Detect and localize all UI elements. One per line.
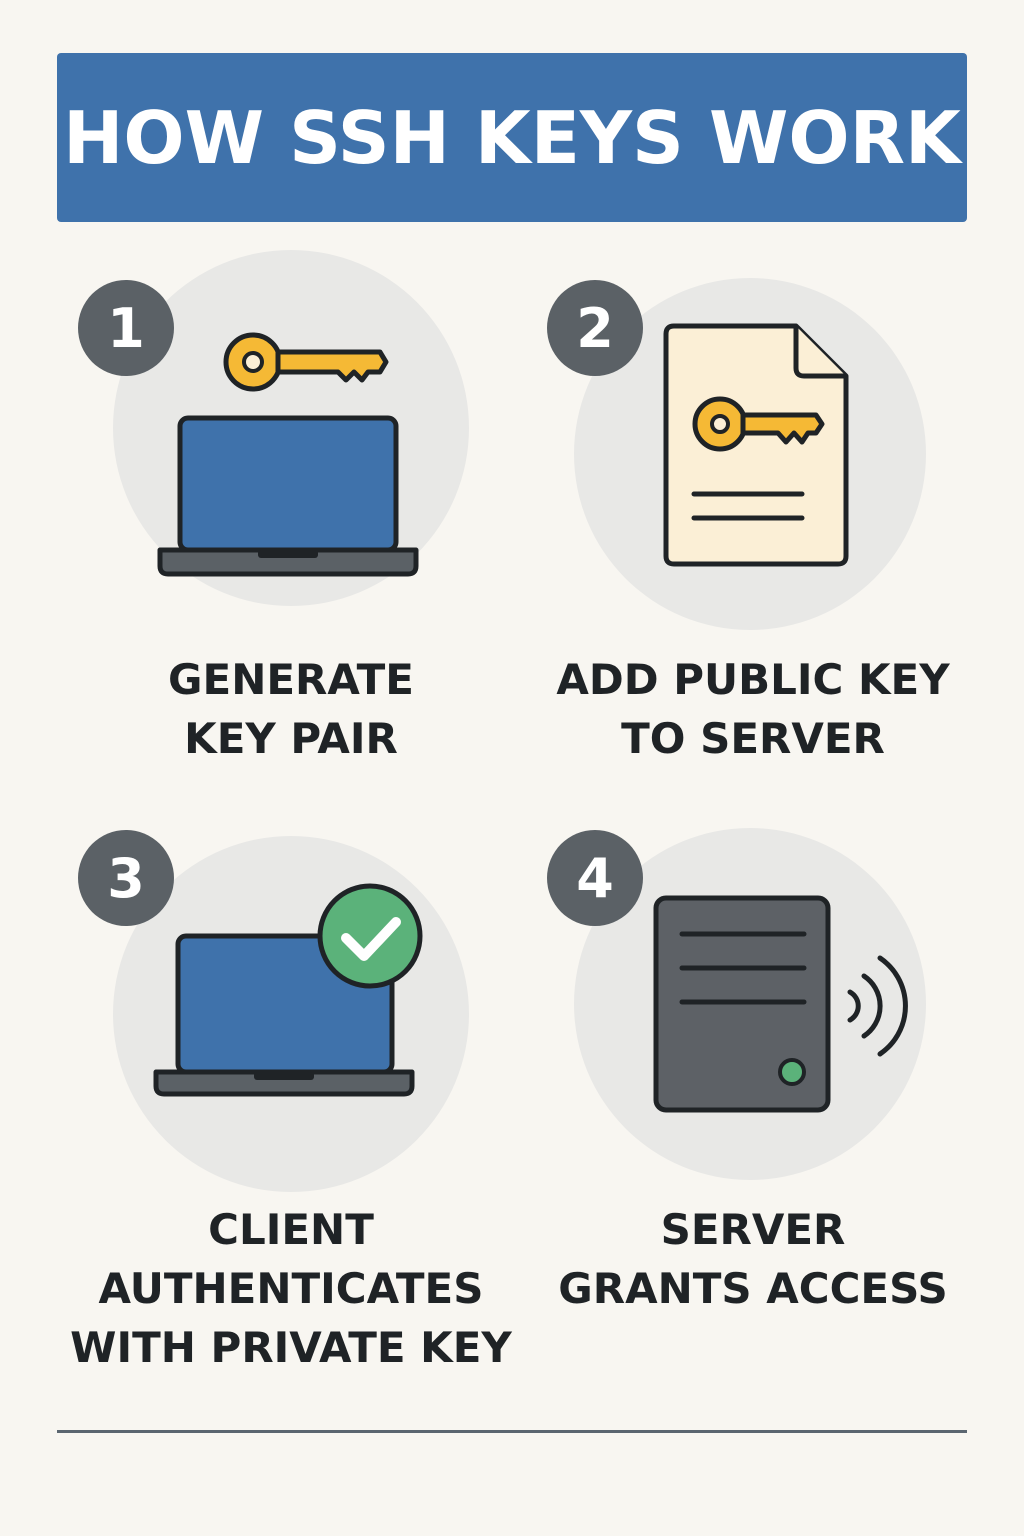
step-1-illustration — [157, 332, 419, 577]
step-4-caption-line: SERVER — [660, 1205, 846, 1254]
step-4-illustration — [653, 895, 908, 1113]
page-title: HOW SSH KEYS WORK — [63, 95, 961, 180]
document-icon — [663, 323, 849, 567]
step-1-caption-line: GENERATE — [168, 655, 414, 704]
laptop-icon — [157, 415, 419, 577]
step-3-caption: CLIENT AUTHENTICATES WITH PRIVATE KEY — [56, 1200, 526, 1377]
title-banner: HOW SSH KEYS WORK — [57, 53, 967, 222]
step-4-caption-line: GRANTS ACCESS — [558, 1264, 948, 1313]
step-2-caption-line: TO SERVER — [621, 714, 885, 763]
step-2-caption-line: ADD PUBLIC KEY — [556, 655, 950, 704]
key-icon — [223, 332, 389, 392]
step-2-caption: ADD PUBLIC KEY TO SERVER — [518, 650, 988, 768]
step-3-caption-line: WITH PRIVATE KEY — [70, 1323, 512, 1372]
step-2-illustration — [663, 323, 849, 567]
step-2-badge: 2 — [547, 280, 643, 376]
signal-icon — [847, 955, 908, 1057]
step-3-caption-line: CLIENT — [208, 1205, 374, 1254]
step-4-caption: SERVER GRANTS ACCESS — [518, 1200, 988, 1318]
step-3-badge: 3 — [78, 830, 174, 926]
server-icon — [653, 895, 831, 1113]
step-3-caption-line: AUTHENTICATES — [98, 1264, 484, 1313]
step-1-caption-line: KEY PAIR — [184, 714, 398, 763]
step-1-caption: GENERATE KEY PAIR — [56, 650, 526, 768]
step-1-badge: 1 — [78, 280, 174, 376]
step-4-badge: 4 — [547, 830, 643, 926]
key-icon — [692, 396, 825, 452]
footer-divider — [57, 1430, 967, 1433]
check-icon — [317, 883, 423, 989]
step-3-illustration — [153, 883, 423, 1097]
